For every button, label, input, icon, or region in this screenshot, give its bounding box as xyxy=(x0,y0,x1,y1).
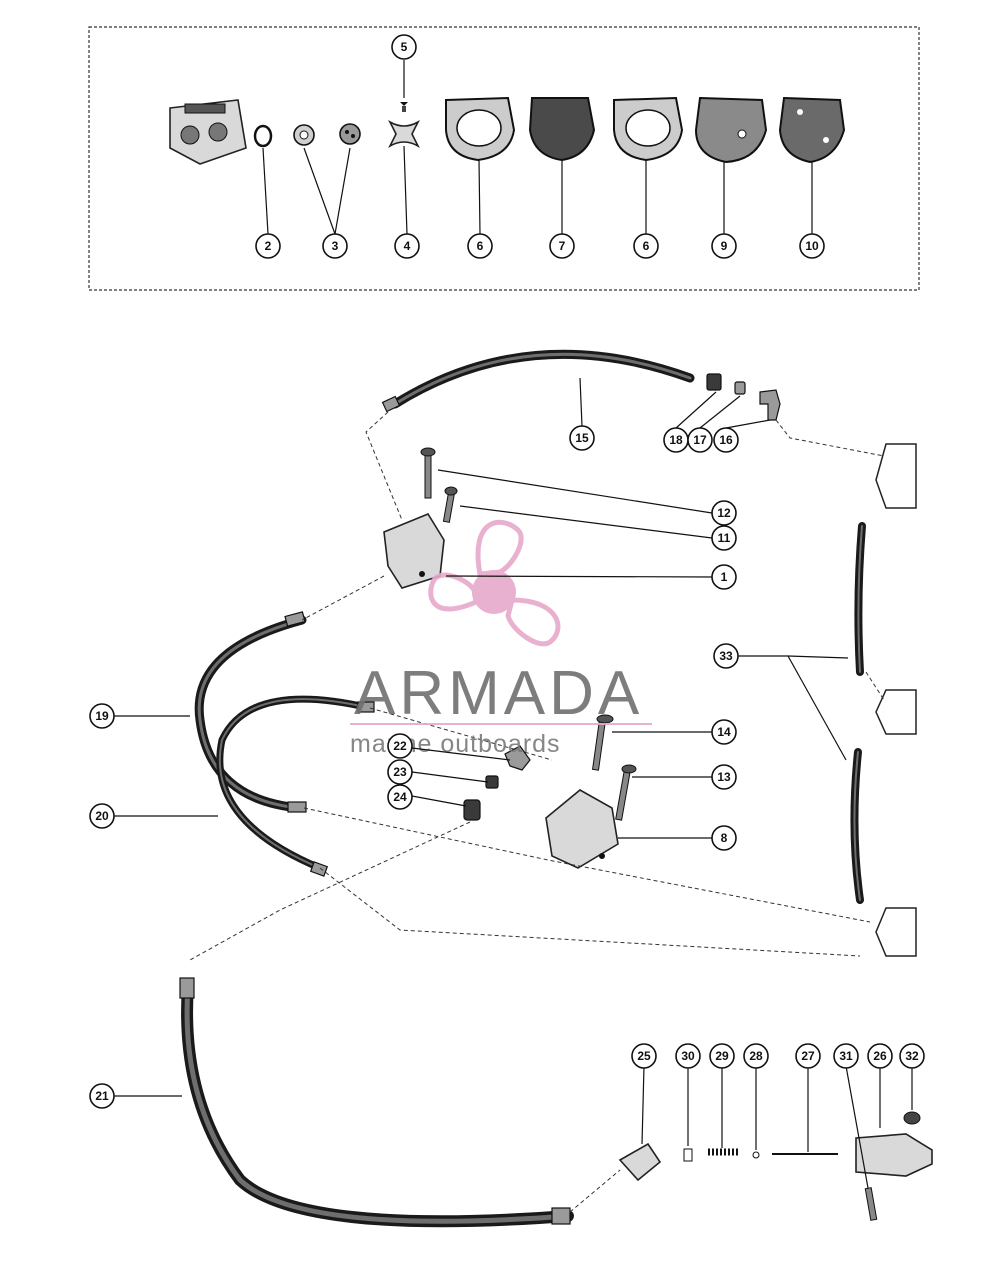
callout-28-label: 28 xyxy=(749,1049,763,1063)
callout-2-label: 2 xyxy=(265,239,272,253)
callout-15-label: 15 xyxy=(575,431,589,445)
callout-32-label: 32 xyxy=(905,1049,919,1063)
callout-4-label: 4 xyxy=(404,239,411,253)
callout-29: 29 xyxy=(709,1043,735,1069)
callouts: 5 2 3 4 6 7 6 9 10 15 18 17 16 12 11 1 3… xyxy=(89,34,925,1109)
right-connector-blocks xyxy=(875,443,917,957)
callout-23-label: 23 xyxy=(393,765,407,779)
primer-assembly-illustration xyxy=(618,1111,933,1221)
callout-5-label: 5 xyxy=(401,40,408,54)
callout-1: 1 xyxy=(711,564,737,590)
callout-21-label: 21 xyxy=(95,1089,109,1103)
callout-18: 18 xyxy=(663,427,689,453)
callout-6b-label: 6 xyxy=(643,239,650,253)
callout-7: 7 xyxy=(549,233,575,259)
detail-inset-box xyxy=(88,26,920,291)
callout-17: 17 xyxy=(687,427,713,453)
callout-33-label: 33 xyxy=(719,649,733,663)
callout-13: 13 xyxy=(711,764,737,790)
callout-9: 9 xyxy=(711,233,737,259)
pump-body-illustration xyxy=(169,99,247,165)
callout-31: 31 xyxy=(833,1043,859,1069)
callout-3: 3 xyxy=(322,233,348,259)
callout-18-label: 18 xyxy=(669,433,683,447)
callout-21: 21 xyxy=(89,1083,115,1109)
callout-25: 25 xyxy=(631,1043,657,1069)
main-parts xyxy=(179,349,933,1228)
leader-lines xyxy=(110,60,913,1189)
callout-11: 11 xyxy=(711,525,737,551)
watermark-title: ARMADA xyxy=(354,659,643,728)
callout-16: 16 xyxy=(713,427,739,453)
propeller-icon xyxy=(428,519,561,647)
callout-12-label: 12 xyxy=(717,506,731,520)
callout-19: 19 xyxy=(89,703,115,729)
screws-13-14-illustration xyxy=(591,714,637,821)
fittings-22-24-illustration xyxy=(463,745,531,821)
callout-6-right: 6 xyxy=(633,233,659,259)
callout-26-label: 26 xyxy=(873,1049,887,1063)
callout-30-label: 30 xyxy=(681,1049,695,1063)
callout-23: 23 xyxy=(387,759,413,785)
callout-2: 2 xyxy=(255,233,281,259)
callout-24: 24 xyxy=(387,784,413,810)
callout-10-label: 10 xyxy=(805,239,819,253)
callout-20-label: 20 xyxy=(95,809,109,823)
callout-14: 14 xyxy=(711,719,737,745)
o-ring-illustration xyxy=(253,124,273,148)
hose-20-illustration xyxy=(216,695,375,877)
callout-22: 22 xyxy=(387,733,413,759)
callout-16-label: 16 xyxy=(719,433,733,447)
callout-15: 15 xyxy=(569,425,595,451)
callout-19-label: 19 xyxy=(95,709,109,723)
cover-plate-illustration xyxy=(694,96,768,164)
callout-6-left: 6 xyxy=(467,233,493,259)
retainer-and-screw-illustration xyxy=(388,102,420,149)
callout-25-label: 25 xyxy=(637,1049,651,1063)
screws-11-12-illustration xyxy=(420,447,458,523)
diaphragm-illustration xyxy=(528,97,596,162)
callout-7-label: 7 xyxy=(559,239,566,253)
callout-24-label: 24 xyxy=(393,790,407,804)
cover-gasket-illustration xyxy=(778,96,846,164)
hose-15-illustration xyxy=(381,349,695,413)
callout-11-label: 11 xyxy=(718,531,731,545)
callout-31-label: 31 xyxy=(839,1049,853,1063)
callout-27: 27 xyxy=(795,1043,821,1069)
callout-30: 30 xyxy=(675,1043,701,1069)
callout-10: 10 xyxy=(799,233,825,259)
callout-22-label: 22 xyxy=(393,739,407,753)
callout-4: 4 xyxy=(394,233,420,259)
callout-32: 32 xyxy=(899,1043,925,1069)
callout-5: 5 xyxy=(391,34,417,60)
gasket-illustration-left xyxy=(445,96,516,162)
gasket-illustration-right xyxy=(613,96,684,162)
callout-9-label: 9 xyxy=(721,239,728,253)
inset-parts xyxy=(169,96,846,165)
callout-6a-label: 6 xyxy=(477,239,484,253)
dashed-connection-lines xyxy=(189,411,885,1213)
check-valve-illustrations xyxy=(293,123,361,146)
callout-1-label: 1 xyxy=(721,570,728,584)
hose-33-illustration xyxy=(850,522,866,904)
hose-21-illustration xyxy=(179,977,574,1228)
callout-8-label: 8 xyxy=(721,831,728,845)
pump-cover-8-illustration xyxy=(545,789,619,869)
hose-19-illustration xyxy=(194,611,307,813)
callout-13-label: 13 xyxy=(717,770,731,784)
fittings-16-18-illustration xyxy=(706,373,781,421)
callout-14-label: 14 xyxy=(717,725,731,739)
callout-29-label: 29 xyxy=(715,1049,729,1063)
callout-3-label: 3 xyxy=(332,239,339,253)
callout-8: 8 xyxy=(711,825,737,851)
callout-28: 28 xyxy=(743,1043,769,1069)
callout-20: 20 xyxy=(89,803,115,829)
callout-33: 33 xyxy=(713,643,739,669)
callout-27-label: 27 xyxy=(801,1049,815,1063)
callout-26: 26 xyxy=(867,1043,893,1069)
callout-17-label: 17 xyxy=(693,433,707,447)
callout-12: 12 xyxy=(711,500,737,526)
